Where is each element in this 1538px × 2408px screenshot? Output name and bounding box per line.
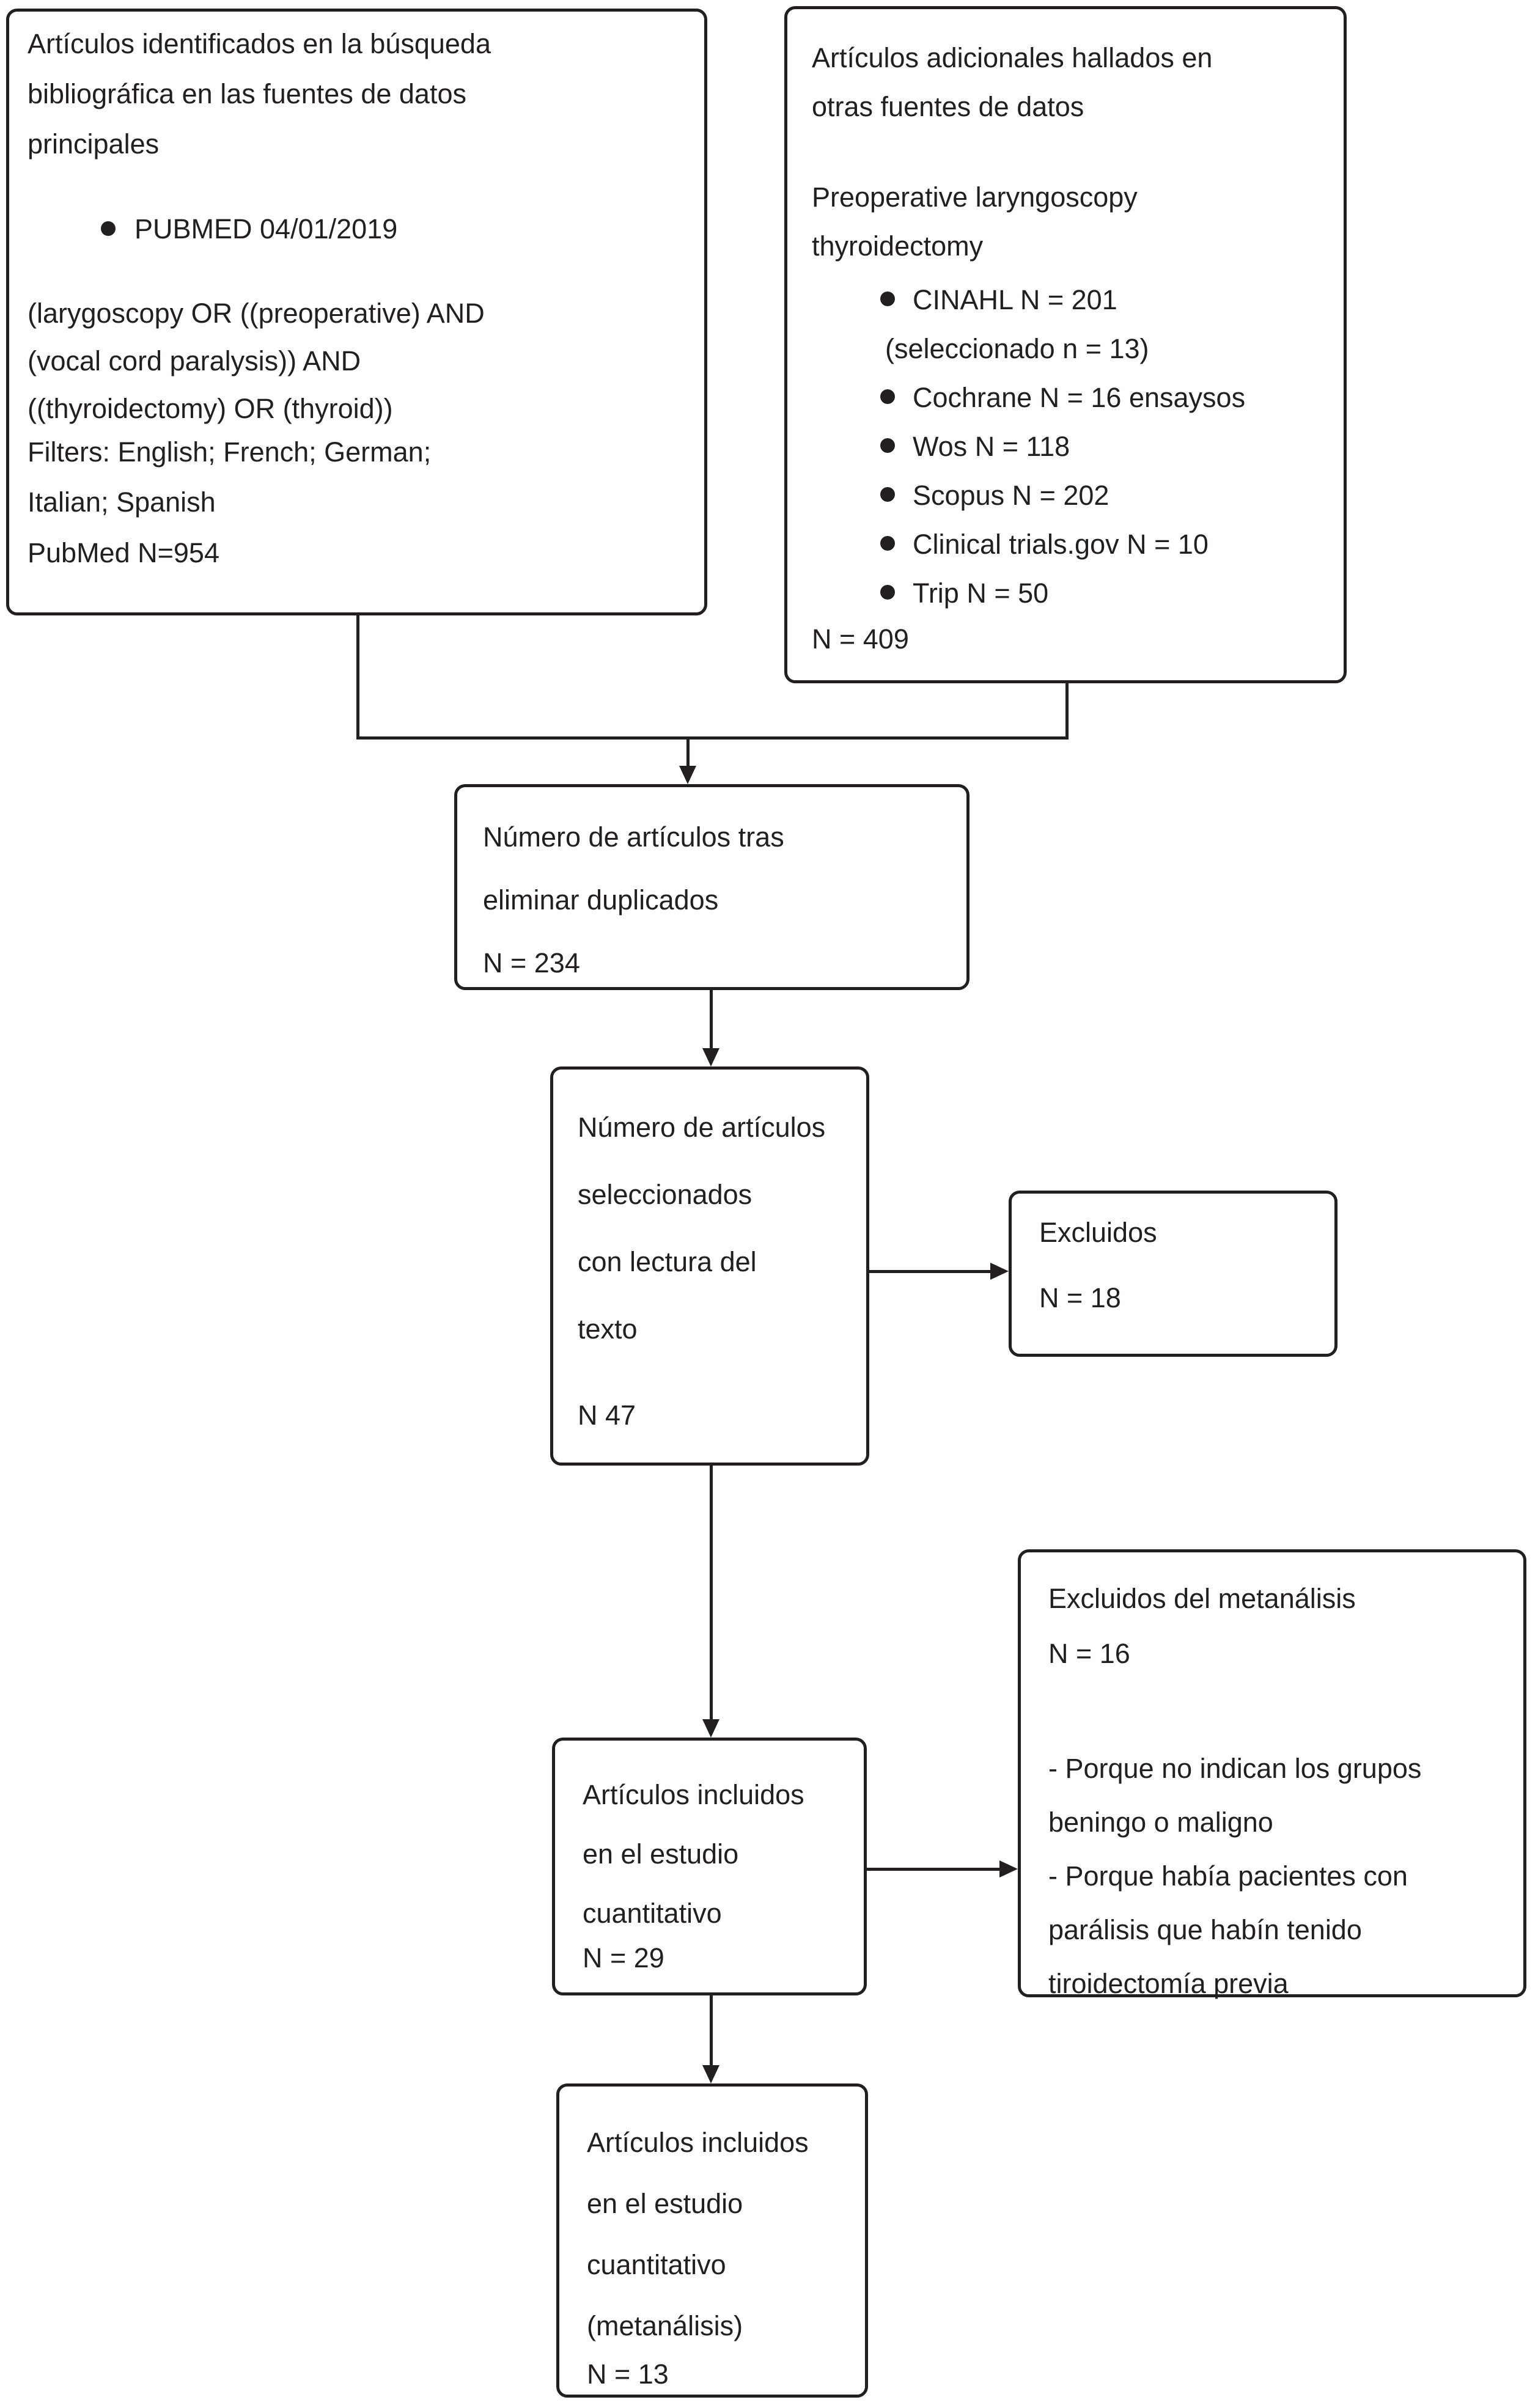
excluded-meta-title: Excluidos del metanálisis — [1048, 1583, 1356, 1614]
connector-left-vertical — [356, 615, 359, 740]
source-item: Cochrane N = 16 ensaysos — [913, 382, 1246, 413]
deduplicated-line: eliminar duplicados — [483, 884, 719, 916]
arrowhead-down-icon — [702, 1719, 719, 1738]
source-item: Wos N = 118 — [913, 431, 1070, 462]
connector-to-excluded-meta — [867, 1868, 1001, 1871]
excluded-reading-title: Excluidos — [1039, 1217, 1157, 1248]
identified-search-query: (larygoscopy OR ((preoperative) AND (voc… — [28, 290, 485, 433]
selected-total: N 47 — [578, 1400, 636, 1431]
additional-subtitle-line: thyroidectomy — [812, 230, 984, 262]
connector-selected-to-included — [710, 1466, 713, 1720]
identified-filters: Filters: English; French; German; Italia… — [28, 427, 431, 527]
arrowhead-right-icon — [990, 1263, 1009, 1280]
identified-title: Artículos identificados en la búsqueda b… — [28, 19, 491, 169]
box-included-meta: Artículos incluidos en el estudio cuanti… — [556, 2083, 868, 2398]
deduplicated-line: N = 234 — [483, 947, 580, 978]
excluded-meta-reason-line: tiroidectomía previa — [1048, 1968, 1289, 1999]
identified-title-line: Artículos identificados en la búsqueda — [28, 28, 491, 59]
identified-title-line: principales — [28, 128, 160, 160]
identified-total: PubMed N=954 — [28, 537, 219, 568]
box-deduplicated: Número de artículos tras eliminar duplic… — [454, 784, 970, 990]
included-meta-line: en el estudio — [587, 2188, 743, 2219]
selected-text: Número de artículos seleccionados con le… — [578, 1094, 825, 1363]
connector-right-vertical — [1065, 683, 1069, 740]
box-excluded-meta: Excluidos del metanálisis N = 16 - Porqu… — [1018, 1549, 1526, 1999]
excluded-reading-total: N = 18 — [1039, 1282, 1121, 1313]
included-meta-line: (metanálisis) — [587, 2310, 743, 2341]
additional-title: Artículos adicionales hallados en otras … — [812, 34, 1212, 131]
source-item: Scopus N = 202 — [913, 480, 1109, 511]
excluded-meta-reasons: - Porque no indican los grupos beningo o… — [1048, 1742, 1421, 2011]
deduplicated-text: Número de artículos tras eliminar duplic… — [483, 806, 784, 994]
connector-included-to-meta — [710, 1995, 713, 2066]
selected-line: texto — [578, 1313, 638, 1345]
arrowhead-down-icon — [702, 1048, 719, 1066]
additional-title-line: Artículos adicionales hallados en — [812, 42, 1213, 73]
included-meta-text: Artículos incluidos en el estudio cuanti… — [587, 2112, 809, 2357]
arrowhead-down-icon — [679, 766, 696, 784]
box-selected-reading: Número de artículos seleccionados con le… — [550, 1066, 869, 1466]
selected-line: con lectura del — [578, 1246, 757, 1277]
included-meta-line: cuantitativo — [587, 2249, 726, 2280]
source-item-continuation: (seleccionado n = 13) — [885, 333, 1149, 364]
bullet-dot-icon — [880, 585, 895, 600]
bullet-dot-icon — [880, 438, 895, 453]
bullet-dot-icon — [880, 487, 895, 502]
connector-merge-horizontal — [356, 736, 1069, 740]
excluded-meta-reason-line: parálisis que habín tenido — [1048, 1914, 1362, 1945]
included-meta-total: N = 13 — [587, 2358, 669, 2390]
box-additional-articles: Artículos adicionales hallados en otras … — [784, 6, 1347, 683]
query-line: (vocal cord paralysis)) AND — [28, 345, 361, 376]
additional-subtitle-line: Preoperative laryngoscopy — [812, 182, 1138, 213]
box-excluded-reading: Excluidos N = 18 — [1009, 1191, 1337, 1357]
bullet-dot-icon — [101, 221, 116, 236]
additional-total: N = 409 — [812, 623, 909, 655]
source-item: Trip N = 50 — [913, 578, 1049, 609]
filters-line: Filters: English; French; German; — [28, 436, 432, 468]
filters-line: Italian; Spanish — [28, 486, 216, 518]
connector-dedup-to-selected — [710, 990, 713, 1049]
included-meta-line: Artículos incluidos — [587, 2127, 809, 2158]
excluded-meta-reason-line: - Porque no indican los grupos — [1048, 1753, 1422, 1784]
source-item: Clinical trials.gov N = 10 — [913, 529, 1209, 560]
excluded-meta-reason-line: - Porque había pacientes con — [1048, 1860, 1408, 1892]
source-item: CINAHL N = 201 — [913, 284, 1117, 315]
box-identified-articles: Artículos identificados en la búsqueda b… — [6, 9, 707, 615]
included-quantitative-total: N = 29 — [583, 1942, 664, 1973]
included-quantitative-line: cuantitativo — [583, 1898, 722, 1929]
additional-title-line: otras fuentes de datos — [812, 91, 1084, 122]
bullet-dot-icon — [880, 292, 895, 306]
excluded-meta-total: N = 16 — [1048, 1638, 1130, 1669]
connector-to-excluded-reading — [869, 1270, 993, 1273]
arrowhead-right-icon — [999, 1860, 1018, 1878]
selected-line: seleccionados — [578, 1179, 752, 1210]
query-line: (larygoscopy OR ((preoperative) AND — [28, 298, 485, 329]
box-included-quantitative: Artículos incluidos en el estudio cuanti… — [552, 1738, 867, 1995]
included-quantitative-line: Artículos incluidos — [583, 1779, 804, 1810]
additional-subtitle: Preoperative laryngoscopy thyroidectomy — [812, 173, 1138, 271]
connector-to-dedup — [686, 736, 690, 768]
selected-line: Número de artículos — [578, 1112, 826, 1143]
bullet-dot-icon — [880, 389, 895, 404]
arrowhead-down-icon — [702, 2065, 719, 2083]
deduplicated-line: Número de artículos tras — [483, 821, 784, 853]
query-line: ((thyroidectomy) OR (thyroid)) — [28, 393, 393, 424]
identified-bullet-item: PUBMED 04/01/2019 — [134, 213, 398, 244]
excluded-meta-reason-line: beningo o maligno — [1048, 1807, 1273, 1838]
included-quantitative-text: Artículos incluidos en el estudio cuanti… — [583, 1765, 804, 1943]
bullet-dot-icon — [880, 536, 895, 551]
included-quantitative-line: en el estudio — [583, 1838, 739, 1870]
identified-title-line: bibliográfica en las fuentes de datos — [28, 78, 466, 109]
